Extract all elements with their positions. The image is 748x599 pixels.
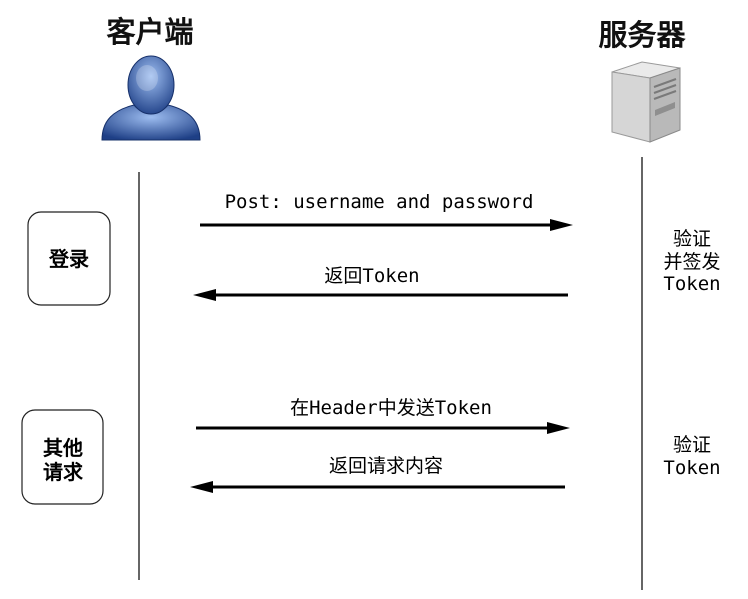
server-icon: [611, 61, 681, 143]
other-request-phase-label-line1: 其他: [43, 436, 83, 460]
other-request-phase-box: [21, 409, 104, 505]
other-server-action-line2: Token: [663, 457, 720, 479]
login-phase-label: 登录: [48, 247, 89, 271]
other-response-label: 返回请求内容: [329, 455, 443, 477]
other-response-arrow: [190, 481, 565, 493]
login-request-label: Post: username and password: [225, 191, 534, 213]
login-phase-box: [27, 211, 111, 306]
login-server-action-line2: 并签发: [663, 251, 720, 273]
other-request-phase-label-line2: 请求: [43, 460, 84, 484]
other-request-label: 在Header中发送Token: [290, 397, 492, 419]
login-response-arrow: [193, 289, 568, 301]
login-server-action-line3: Token: [663, 273, 720, 295]
user-icon: [101, 55, 201, 141]
client-title: 客户端: [106, 15, 193, 49]
other-server-action-line1: 验证: [673, 434, 711, 456]
login-request-arrow: [200, 219, 573, 231]
server-title: 服务器: [598, 18, 686, 52]
other-request-arrow: [196, 422, 570, 434]
login-response-label: 返回Token: [324, 265, 419, 287]
login-server-action-line1: 验证: [673, 228, 711, 250]
